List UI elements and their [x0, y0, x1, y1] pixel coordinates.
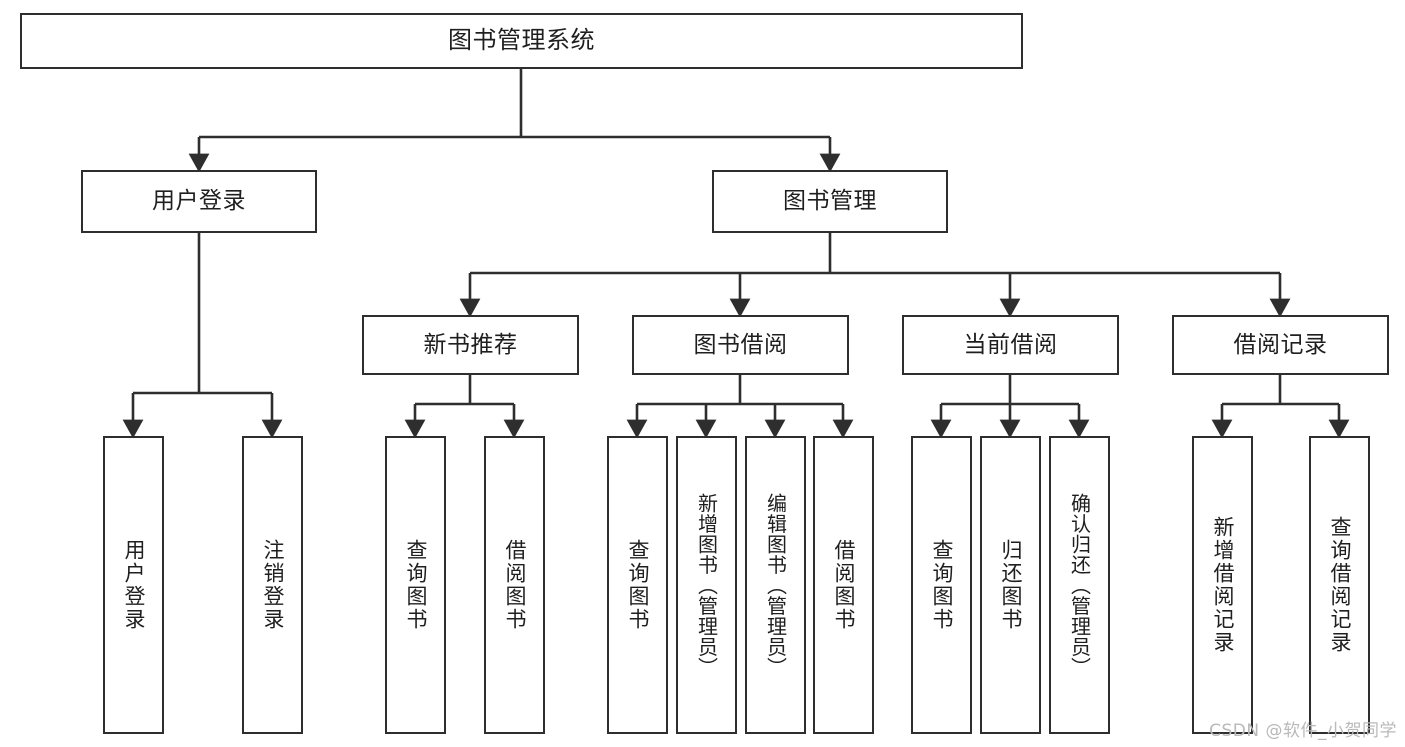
node-label: 归还图书: [998, 539, 1023, 631]
leaf-user-login-logout[interactable]: 注销登录: [242, 436, 303, 734]
node-current-borrow[interactable]: 当前借阅: [902, 315, 1119, 375]
node-label: 编辑图书（管理员）: [763, 492, 788, 678]
node-label: 借阅图书: [831, 539, 856, 631]
node-label: 图书借阅: [693, 331, 788, 358]
node-label: 当前借阅: [963, 331, 1058, 358]
node-label: 用户登录: [121, 539, 146, 631]
node-user-login[interactable]: 用户登录: [81, 170, 317, 233]
leaf-current-borrow-query[interactable]: 查询图书: [911, 436, 972, 734]
node-label: 查询借阅记录: [1327, 516, 1352, 654]
leaf-book-borrow-edit[interactable]: 编辑图书（管理员）: [745, 436, 806, 734]
leaf-new-book-borrow[interactable]: 借阅图书: [484, 436, 545, 734]
node-new-book-recommend[interactable]: 新书推荐: [362, 315, 579, 375]
leaf-book-borrow-add[interactable]: 新增图书（管理员）: [676, 436, 737, 734]
leaf-new-book-query[interactable]: 查询图书: [385, 436, 446, 734]
node-label: 用户登录: [152, 188, 246, 215]
node-label: 注销登录: [260, 539, 285, 631]
node-root-system[interactable]: 图书管理系统: [20, 13, 1023, 69]
leaf-borrow-record-add[interactable]: 新增借阅记录: [1192, 436, 1253, 734]
node-book-management[interactable]: 图书管理: [712, 170, 948, 233]
node-label: 查询图书: [929, 539, 954, 631]
leaf-user-login-login[interactable]: 用户登录: [103, 436, 164, 734]
node-label: 新增图书（管理员）: [694, 492, 719, 678]
node-book-borrow[interactable]: 图书借阅: [632, 315, 849, 375]
leaf-book-borrow-borrow[interactable]: 借阅图书: [813, 436, 874, 734]
leaf-current-borrow-confirm-return[interactable]: 确认归还（管理员）: [1049, 436, 1110, 734]
node-label: 新增借阅记录: [1210, 516, 1235, 654]
node-label: 借阅记录: [1233, 331, 1328, 358]
node-label: 查询图书: [403, 539, 428, 631]
leaf-current-borrow-return[interactable]: 归还图书: [980, 436, 1041, 734]
node-label: 确认归还（管理员）: [1067, 492, 1092, 678]
node-borrow-record[interactable]: 借阅记录: [1172, 315, 1389, 375]
node-label: 借阅图书: [502, 539, 527, 631]
node-label: 查询图书: [625, 539, 650, 631]
leaf-borrow-record-query[interactable]: 查询借阅记录: [1309, 436, 1370, 734]
node-label: 图书管理系统: [448, 26, 595, 55]
leaf-book-borrow-query[interactable]: 查询图书: [607, 436, 668, 734]
csdn-watermark: CSDN @软件_小贺同学: [1209, 721, 1397, 741]
node-label: 新书推荐: [423, 331, 518, 358]
node-label: 图书管理: [783, 188, 877, 215]
